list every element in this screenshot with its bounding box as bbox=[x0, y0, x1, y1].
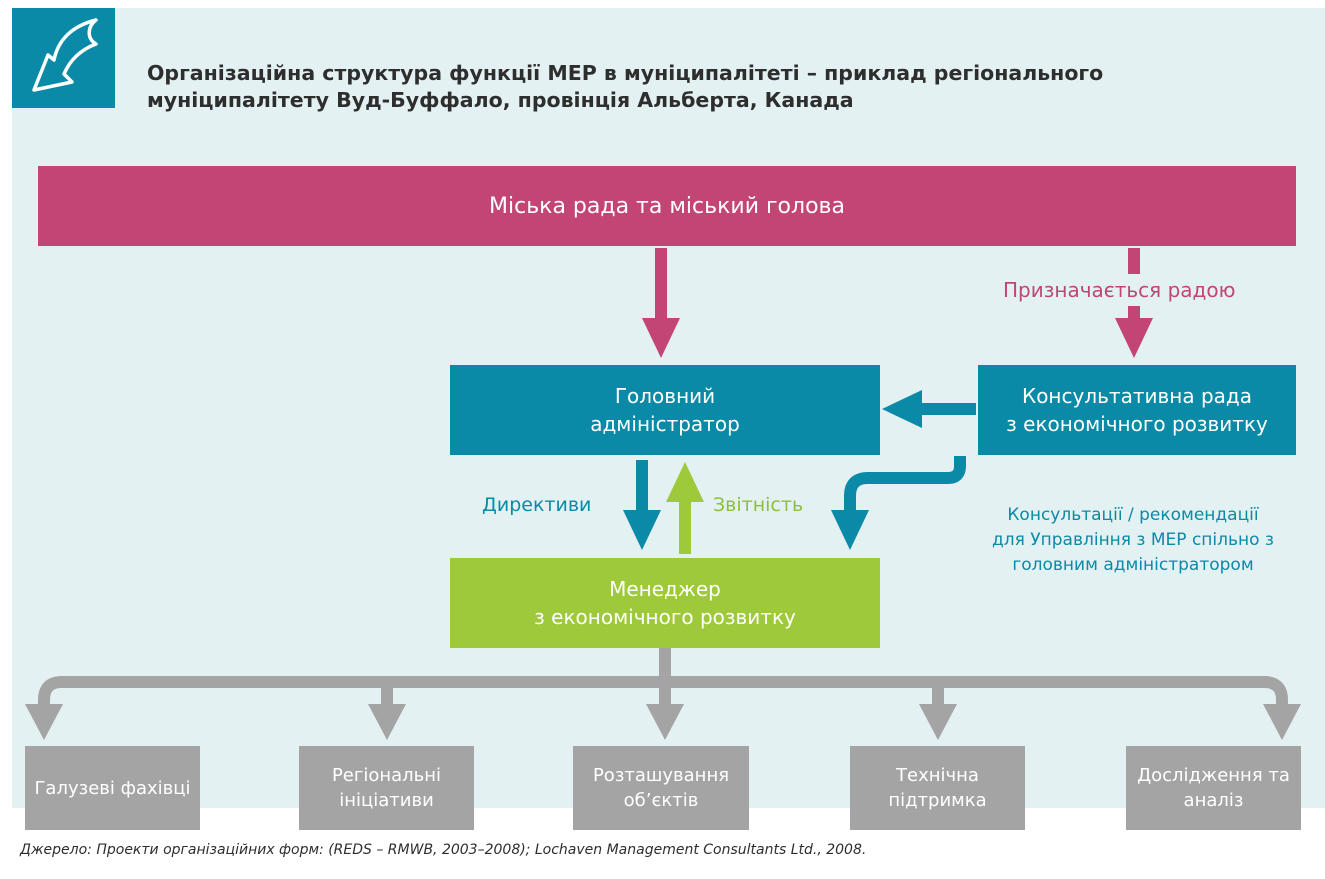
arrow-council-to-advisory bbox=[1115, 248, 1153, 358]
unit-site-location: Розташування об’єктів bbox=[573, 746, 749, 830]
unit-line-2: об’єктів bbox=[623, 790, 699, 811]
node-city-council: Міська рада та міський голова bbox=[38, 166, 1296, 246]
label-directives: Директиви bbox=[482, 494, 592, 516]
node-city-council-label: Міська рада та міський голова bbox=[489, 193, 845, 219]
unit-regional-initiatives: Регіональні ініціативи bbox=[299, 746, 474, 830]
arrow-reporting bbox=[666, 462, 704, 554]
unit-line-1: Технічна bbox=[896, 765, 979, 786]
unit-line-1: Дослідження та bbox=[1137, 765, 1290, 786]
node-ed-manager: Менеджер з економічного розвитку bbox=[450, 558, 880, 648]
arrow-council-to-chief bbox=[642, 248, 680, 358]
unit-research-analysis: Дослідження та аналіз bbox=[1126, 746, 1301, 830]
arrow-manager-to-units bbox=[25, 648, 1301, 740]
title-line-1: Організаційна структура функції МЕР в му… bbox=[147, 61, 1104, 85]
node-chief-administrator: Головний адміністратор bbox=[450, 365, 880, 455]
unit-line-2: підтримка bbox=[888, 790, 987, 811]
header-badge bbox=[12, 8, 115, 108]
arrow-directives bbox=[623, 460, 661, 550]
consult-line-1: Консультації / рекомендації bbox=[1007, 505, 1259, 525]
source-note: Джерело: Проекти організаційних форм: (R… bbox=[20, 842, 867, 858]
arrow-advisory-to-manager bbox=[831, 456, 966, 550]
node-advisory-line-2: з економічного розвитку bbox=[1006, 412, 1268, 436]
consult-line-3: головним адміністратором bbox=[1012, 555, 1254, 575]
unit-technical-support: Технічна підтримка bbox=[850, 746, 1025, 830]
node-advisory-board: Консультативна рада з економічного розви… bbox=[978, 365, 1296, 455]
node-advisory-line-1: Консультативна рада bbox=[1022, 384, 1252, 408]
label-appointed-by-council: Призначається радою bbox=[1003, 278, 1236, 302]
unit-line-1: Галузеві фахівці bbox=[34, 777, 191, 799]
node-chief-line-2: адміністратор bbox=[590, 412, 740, 436]
unit-line-1: Розташування bbox=[592, 765, 730, 786]
curved-arrow-down-left-icon bbox=[32, 18, 98, 92]
unit-line-2: аналіз bbox=[1183, 790, 1244, 811]
label-reporting: Звітність bbox=[713, 494, 804, 516]
page-title: Організаційна структура функції МЕР в му… bbox=[147, 60, 1297, 114]
unit-line-2: ініціативи bbox=[339, 790, 434, 811]
unit-line-1: Регіональні bbox=[331, 765, 442, 786]
unit-sector-specialists: Галузеві фахівці bbox=[25, 746, 200, 830]
consult-line-2: для Управління з МЕР спільно з bbox=[992, 530, 1274, 550]
title-line-2: муніципалітету Вуд-Буффало, провінція Ал… bbox=[147, 88, 854, 112]
label-consultations: Консультації / рекомендації для Управлін… bbox=[958, 503, 1308, 578]
arrow-advisory-to-chief bbox=[882, 390, 976, 428]
node-manager-line-1: Менеджер bbox=[609, 577, 721, 601]
node-chief-line-1: Головний bbox=[614, 384, 716, 408]
node-manager-line-2: з економічного розвитку bbox=[534, 605, 796, 629]
